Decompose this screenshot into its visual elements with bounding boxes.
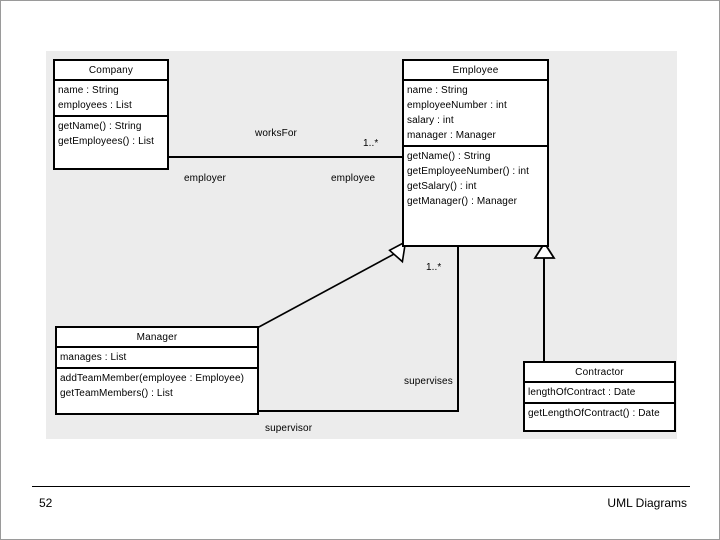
association-line-works-for <box>168 156 402 158</box>
uml-class-employee[interactable]: Employee name : String employeeNumber : … <box>402 59 549 247</box>
operation-row: getEmployeeNumber() : int <box>407 166 529 177</box>
role-label-employee: employee <box>331 173 376 184</box>
attribute-row: manages : List <box>60 352 127 363</box>
operation-row: getLengthOfContract() : Date <box>528 408 660 419</box>
attribute-row: lengthOfContract : Date <box>528 387 636 398</box>
role-label-employer: employer <box>184 173 226 184</box>
role-label-supervisor: supervisor <box>265 423 313 434</box>
operations-compartment-company: getName() : String getEmployees() : List <box>55 115 167 151</box>
attribute-row: employeeNumber : int <box>407 100 507 111</box>
generalization-manager-to-employee <box>256 240 407 329</box>
class-name-manager: Manager <box>136 332 178 343</box>
uml-diagram-canvas: worksFor 1..* employer employee 1..* sup… <box>46 51 677 439</box>
attributes-compartment-manager: manages : List <box>57 346 257 367</box>
footer-divider <box>32 486 690 487</box>
uml-class-manager[interactable]: Manager manages : List addTeamMember(emp… <box>55 326 259 415</box>
class-name-company: Company <box>88 65 134 76</box>
generalization-arrowhead-contractor <box>533 241 556 259</box>
uml-class-company[interactable]: Company name : String employees : List g… <box>53 59 169 170</box>
generalization-line-contractor-to-employee <box>543 256 545 361</box>
association-line-supervises-horizontal <box>258 410 458 412</box>
operations-compartment-employee: getName() : String getEmployeeNumber() :… <box>404 145 547 211</box>
footer-title: UML Diagrams <box>607 496 687 510</box>
association-label-supervises: supervises <box>404 376 453 387</box>
attribute-row: salary : int <box>407 115 454 126</box>
multiplicity-works-for-target: 1..* <box>363 138 379 149</box>
class-name-contractor: Contractor <box>575 367 624 378</box>
operation-row: getName() : String <box>58 121 142 132</box>
multiplicity-supervises-target: 1..* <box>426 262 442 273</box>
operation-row: getSalary() : int <box>407 181 477 192</box>
uml-class-contractor[interactable]: Contractor lengthOfContract : Date getLe… <box>523 361 676 432</box>
operation-row: getName() : String <box>407 151 491 162</box>
attribute-row: name : String <box>407 85 468 96</box>
attribute-row: employees : List <box>58 100 132 111</box>
operations-compartment-manager: addTeamMember(employee : Employee) getTe… <box>57 367 257 403</box>
attributes-compartment-company: name : String employees : List <box>55 79 167 115</box>
attributes-compartment-employee: name : String employeeNumber : int salar… <box>404 79 547 145</box>
operation-row: getManager() : Manager <box>407 196 518 207</box>
footer-page-number: 52 <box>39 496 53 510</box>
operation-row: addTeamMember(employee : Employee) <box>60 373 245 384</box>
operation-row: getEmployees() : List <box>58 136 155 147</box>
attribute-row: name : String <box>58 85 119 96</box>
class-name-employee: Employee <box>452 65 499 76</box>
operation-row: getTeamMembers() : List <box>60 388 173 399</box>
attributes-compartment-contractor: lengthOfContract : Date <box>525 381 674 402</box>
association-label-works-for: worksFor <box>255 128 297 139</box>
association-line-supervises-vertical <box>457 246 459 412</box>
operations-compartment-contractor: getLengthOfContract() : Date <box>525 402 674 423</box>
attribute-row: manager : Manager <box>407 130 496 141</box>
